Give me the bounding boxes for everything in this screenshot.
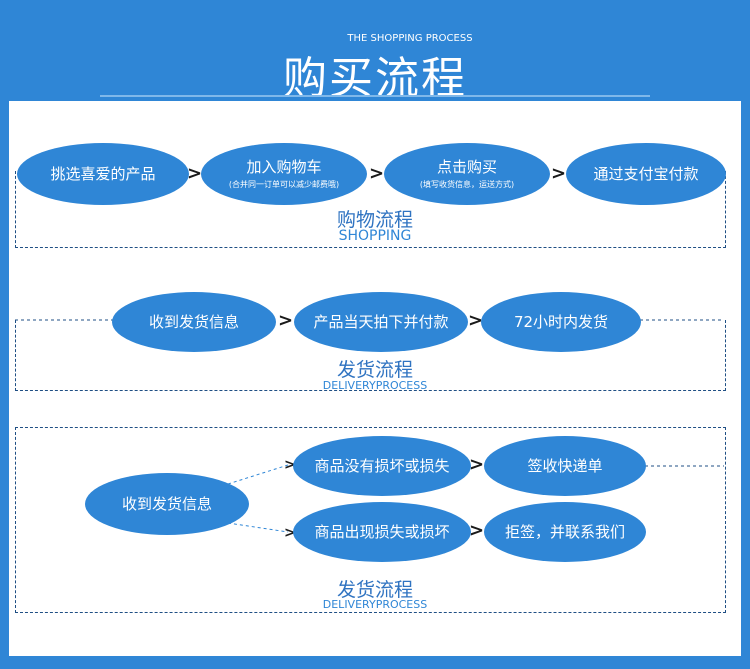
- receipt-ok-check-label: 商品没有损坏或损失: [314, 457, 450, 475]
- shopping-step-1-label: 挑选喜爱的产品: [50, 165, 156, 183]
- arrow-right-icon: >: [469, 454, 485, 475]
- receipt-ok-result-label: 签收快递单: [527, 457, 603, 475]
- delivery-step-2-label: 产品当天拍下并付款: [313, 313, 449, 331]
- delivery-step-1: 收到发货信息: [112, 292, 276, 352]
- arrow-right-icon: >: [369, 163, 385, 184]
- shopping-section-subtitle: SHOPPING: [338, 228, 412, 244]
- shopping-step-2-note: (合并同一订单可以减少邮费哦): [228, 179, 340, 189]
- delivery-section-title: 发货流程: [336, 359, 413, 381]
- header-subtitle: THE SHOPPING PROCESS: [347, 33, 473, 44]
- receipt-start-step: 收到发货信息: [85, 473, 249, 535]
- receipt-section-subtitle: DELIVERYPROCESS: [322, 598, 428, 611]
- receipt-section-title: 发货流程: [336, 579, 413, 601]
- shopping-step-3-note: (填写收货信息，运送方式): [419, 179, 515, 189]
- shopping-section-box: [15, 171, 726, 248]
- shopping-step-2-label: 加入购物车: [246, 157, 322, 176]
- delivery-step-3-label: 72小时内发货: [513, 313, 609, 331]
- delivery-step-2: 产品当天拍下并付款: [294, 292, 468, 352]
- delivery-step-1-label: 收到发货信息: [148, 313, 239, 331]
- delivery-section-subtitle: DELIVERYPROCESS: [322, 379, 428, 392]
- receipt-bad-check-label: 商品出现损失或损坏: [314, 523, 450, 541]
- arrow-right-icon: >: [187, 163, 203, 184]
- arrow-right-icon: >: [468, 310, 484, 331]
- shopping-step-4: 通过支付宝付款: [566, 143, 726, 205]
- arrow-right-icon: >: [278, 310, 294, 331]
- shopping-step-4-label: 通过支付宝付款: [593, 165, 699, 183]
- shopping-step-2: 加入购物车 (合并同一订单可以减少邮费哦): [201, 143, 367, 205]
- receipt-bad-check: 商品出现损失或损坏: [293, 502, 471, 562]
- receipt-ok-check: 商品没有损坏或损失: [293, 436, 471, 496]
- arrow-right-icon: >: [551, 163, 567, 184]
- receipt-bad-result-label: 拒签，并联系我们: [504, 523, 625, 541]
- shopping-step-3: 点击购买 (填写收货信息，运送方式): [384, 143, 550, 205]
- receipt-section-box: [15, 427, 726, 613]
- receipt-start-label: 收到发货信息: [121, 495, 212, 513]
- arrow-right-icon: >: [284, 457, 296, 473]
- delivery-section-box: [15, 320, 726, 391]
- shopping-step-3-label: 点击购买: [436, 157, 497, 176]
- receipt-ok-result: 签收快递单: [484, 436, 646, 496]
- shopping-step-1: 挑选喜爱的产品: [17, 143, 189, 205]
- title-divider: [100, 95, 650, 97]
- receipt-bad-result: 拒签，并联系我们: [484, 502, 646, 562]
- delivery-step-3: 72小时内发货: [481, 292, 641, 352]
- arrow-right-icon: >: [284, 525, 296, 541]
- arrow-right-icon: >: [469, 520, 485, 541]
- shopping-section-title: 购物流程: [336, 209, 413, 231]
